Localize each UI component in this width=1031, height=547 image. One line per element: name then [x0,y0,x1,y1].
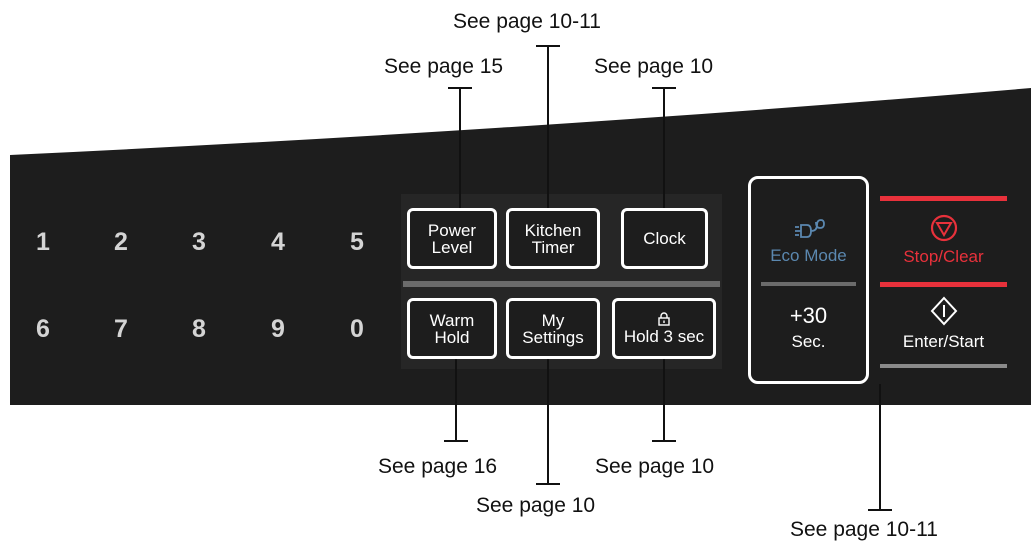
sec-label: Sec. [791,332,826,351]
stop-bottom-stripe [880,282,1007,287]
callout-my-settings: See page 10 [476,494,596,517]
stop-clear-button[interactable]: Stop/Clear [903,247,984,266]
warm-hold-line1: Warm [429,310,475,330]
callout-plus-30: See page 10-11 [790,518,938,541]
number-key-1[interactable]: 1 [36,228,50,256]
my-settings-line2: Settings [522,327,584,347]
my-settings-line1: My [541,310,565,330]
number-key-5[interactable]: 5 [350,228,364,256]
my-settings-button[interactable]: My Settings [506,298,600,359]
hold-3-sec-label: Hold 3 sec [623,327,705,346]
kitchen-timer-button[interactable]: Kitchen Timer [506,208,600,269]
lock-icon [658,312,670,326]
number-key-2[interactable]: 2 [114,228,128,256]
power-level-button[interactable]: Power Level [407,208,497,269]
eco-divider [761,282,856,286]
number-key-8[interactable]: 8 [192,315,206,343]
callout-hold-3-sec: See page 10 [595,455,715,478]
stop-top-stripe [880,196,1007,201]
callout-warm-hold: See page 16 [378,455,498,478]
row-divider [403,281,720,287]
enter-start-button[interactable]: Enter/Start [902,332,985,351]
warm-hold-line2: Hold [434,327,470,347]
stop-circle-icon[interactable] [929,213,959,243]
kitchen-timer-line2: Timer [531,237,575,257]
eco-plug-icon [795,219,825,238]
number-key-4[interactable]: 4 [271,228,285,256]
callout-clock: See page 10 [594,55,714,78]
number-key-6[interactable]: 6 [36,315,50,343]
number-key-9[interactable]: 9 [271,315,285,343]
callout-power-level: See page 15 [384,55,504,78]
number-key-7[interactable]: 7 [114,315,128,343]
power-level-line2: Level [431,237,473,257]
eco-plus30-button[interactable]: Eco Mode +30 Sec. [748,176,869,384]
callout-kitchen-timer: See page 10-11 [453,10,601,33]
eco-mode-label: Eco Mode [770,246,847,265]
number-key-0[interactable]: 0 [350,315,364,343]
warm-hold-button[interactable]: Warm Hold [407,298,497,359]
enter-diamond-icon[interactable] [930,296,958,326]
power-level-line1: Power [427,220,477,240]
plus-30-label: +30 [789,303,828,328]
clock-button[interactable]: Clock [621,208,708,269]
hold-3-sec-button[interactable]: Hold 3 sec [612,298,716,359]
clock-label: Clock [643,229,686,248]
enter-bottom-stripe [880,364,1007,368]
kitchen-timer-line1: Kitchen [524,220,582,240]
number-key-3[interactable]: 3 [192,228,206,256]
